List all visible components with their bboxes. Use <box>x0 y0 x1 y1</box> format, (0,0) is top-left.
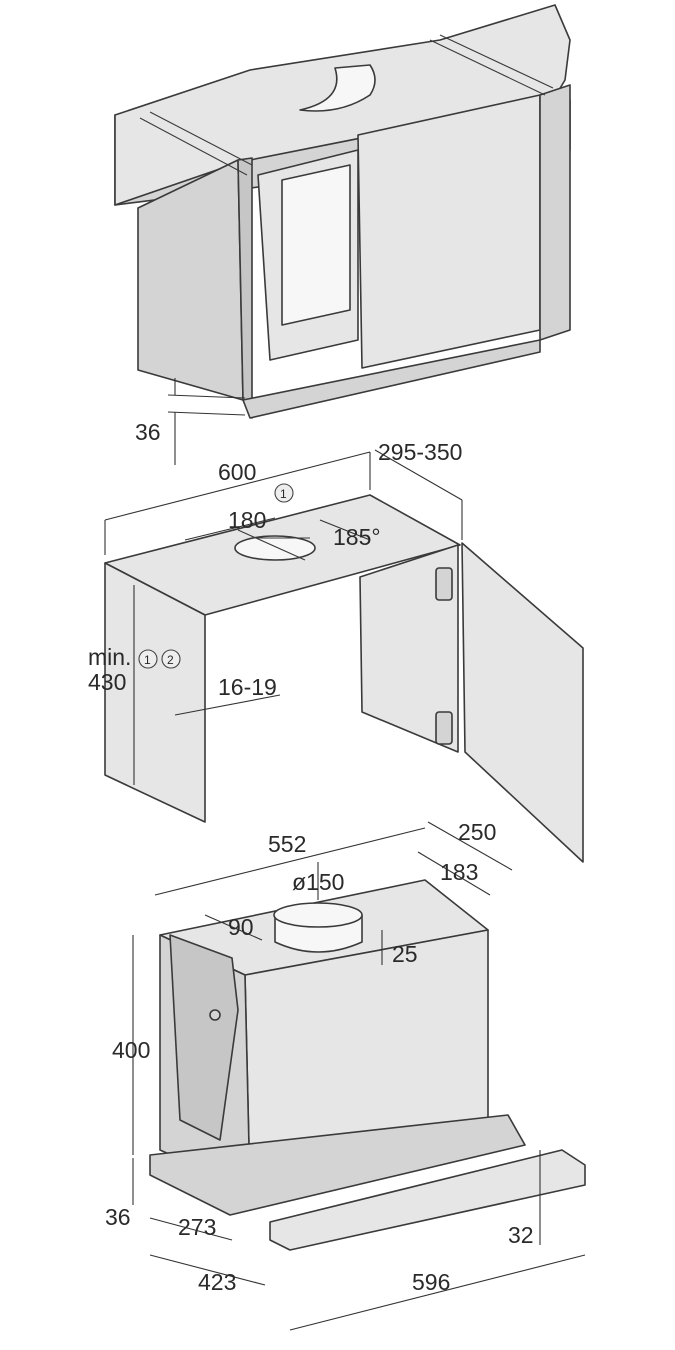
bottom-duct-dim: ø150 <box>292 869 344 895</box>
middle-height-line1: min. <box>88 644 131 670</box>
bottom-depth-total-dim: 423 <box>198 1269 236 1295</box>
middle-height-line2: 430 <box>88 669 126 695</box>
bracket-screw-icon <box>209 1009 221 1021</box>
bottom-offset-dim: 90 <box>228 914 254 940</box>
bottom-hood-drawing: 552 250 183 ø150 90 25 400 36 273 423 59… <box>105 819 586 1331</box>
middle-cutout-mark: 1 <box>280 487 287 501</box>
hood-duct-top <box>273 902 363 928</box>
niche-left-panel <box>104 562 206 823</box>
hood-front-panel <box>269 1149 586 1251</box>
hinge-bottom-icon <box>435 711 453 745</box>
middle-cutout-dim: 180 <box>228 507 266 533</box>
bottom-width-dim: 552 <box>268 831 306 857</box>
bottom-depth-front-dim: 273 <box>178 1214 216 1240</box>
hood-base-plate <box>149 1114 526 1216</box>
hinge-top-icon <box>435 567 453 601</box>
middle-panel-dim: 16-19 <box>218 674 277 700</box>
middle-niche-drawing: 600 295-350 180 1 185° min. 430 1 2 16-1… <box>88 439 584 863</box>
marker-circle-1 <box>274 483 294 503</box>
top-cabinet-drawing: 36 <box>114 4 571 465</box>
bottom-plinth-dim: 36 <box>105 1204 131 1230</box>
hood-bracket <box>169 934 239 1141</box>
marker-circle-1b <box>138 649 158 669</box>
middle-height-mark2: 2 <box>167 653 174 667</box>
middle-angle-dim: 185° <box>333 524 381 550</box>
worktop-cutout <box>299 64 376 112</box>
middle-height-mark1: 1 <box>144 653 151 667</box>
bottom-height-dim: 400 <box>112 1037 150 1063</box>
middle-width-dim: 600 <box>218 459 256 485</box>
cabinet-side-right <box>539 84 571 341</box>
cabinet-hood-opening <box>281 164 351 326</box>
marker-circle-2 <box>161 649 181 669</box>
bottom-panel-height-dim: 32 <box>508 1222 534 1248</box>
bottom-duct-offset-dim: 25 <box>392 941 418 967</box>
top-plinth-dim: 36 <box>135 419 161 445</box>
bottom-depth-inner-dim: 183 <box>440 859 478 885</box>
niche-right-panel <box>359 544 459 753</box>
cabinet-plinth <box>242 339 541 419</box>
niche-duct-cutout <box>234 535 316 561</box>
middle-depth-dim: 295-350 <box>378 439 462 465</box>
cabinet-door <box>357 94 541 369</box>
bottom-panel-width-dim: 596 <box>412 1269 450 1295</box>
bottom-depth-dim: 250 <box>458 819 496 845</box>
niche-open-door <box>461 542 584 863</box>
